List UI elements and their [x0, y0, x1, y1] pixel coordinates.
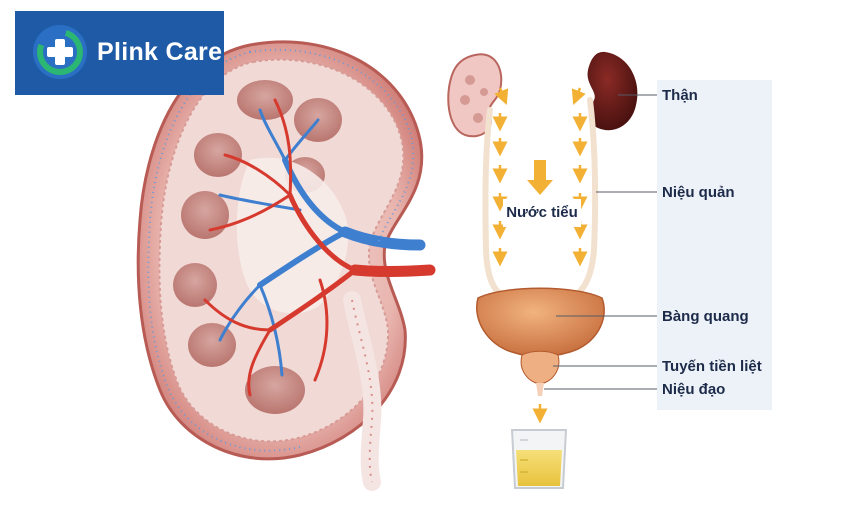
- kidney-cross-section: [136, 40, 436, 491]
- label-urethra: Niệu đạo: [662, 381, 726, 398]
- bladder: [476, 287, 605, 358]
- prostate: [520, 350, 560, 385]
- renal-arteries: [203, 98, 436, 397]
- urethra: [536, 383, 544, 396]
- center-down-arrow: [527, 160, 553, 195]
- left-kidney: [447, 53, 503, 138]
- label-ureter: Niệu quản: [662, 184, 735, 201]
- label-prostate: Tuyến tiền liệt: [662, 358, 762, 375]
- right-kidney: [587, 51, 638, 131]
- label-urine: Nước tiểu: [503, 199, 581, 227]
- urinary-tract: [447, 51, 638, 489]
- brand-logo: Plink Care: [15, 11, 224, 95]
- urine-beaker: [510, 429, 568, 489]
- plink-care-logo-icon: [33, 25, 87, 79]
- leader-lines: [544, 94, 657, 390]
- brand-name: Plink Care: [97, 38, 223, 66]
- renal-pyramids: [173, 80, 342, 414]
- label-bladder: Bàng quang: [662, 308, 749, 325]
- label-kidney: Thận: [662, 87, 698, 104]
